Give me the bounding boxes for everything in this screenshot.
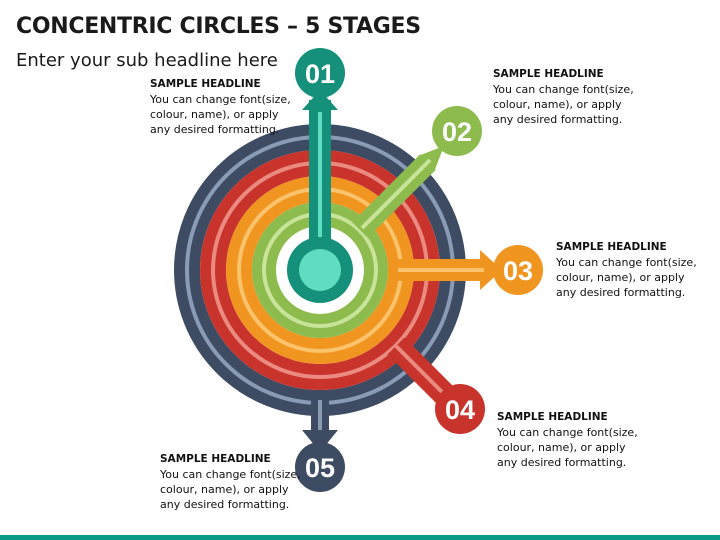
stage-1-badge: 01 [295, 48, 345, 98]
stage-2-arrow [352, 146, 444, 238]
stage-2-callout: SAMPLE HEADLINE You can change font(size… [493, 68, 663, 127]
footer-bar [0, 535, 720, 540]
stage-4-arrow [387, 337, 457, 407]
stage-3-description: You can change font(size, colour, name),… [556, 256, 697, 299]
stage-3-arrow [396, 250, 502, 290]
stage-5-number: 05 [305, 453, 335, 483]
stage-3-badge: 03 [493, 245, 543, 295]
stage-2-description: You can change font(size, colour, name),… [493, 83, 634, 126]
stage-1-number: 01 [305, 59, 335, 89]
stage-2-number: 02 [442, 117, 472, 147]
stage-1-description: You can change font(size, colour, name),… [150, 93, 291, 136]
stage-5-badge: 05 [295, 442, 345, 492]
stage-4-number: 04 [445, 395, 475, 425]
stage-1-center [287, 237, 353, 303]
stage-5-headline: SAMPLE HEADLINE [160, 453, 271, 465]
stage-4-headline: SAMPLE HEADLINE [497, 411, 608, 423]
stage-2-badge: 02 [432, 106, 482, 156]
stage-3-callout: SAMPLE HEADLINE You can change font(size… [556, 241, 720, 300]
stage-5-callout: SAMPLE HEADLINE You can change font(size… [160, 453, 330, 512]
stage-1-arrow [302, 90, 338, 270]
stage-4-description: You can change font(size, colour, name),… [497, 426, 638, 469]
page-subtitle: Enter your sub headline here [16, 50, 278, 71]
stage-3-number: 03 [503, 256, 533, 286]
stage-3-headline: SAMPLE HEADLINE [556, 241, 667, 253]
stage-4-callout: SAMPLE HEADLINE You can change font(size… [497, 411, 667, 470]
stage-1-headline: SAMPLE HEADLINE [150, 78, 261, 90]
stage-1-callout: SAMPLE HEADLINE You can change font(size… [150, 78, 320, 137]
stage-5-description: You can change font(size, colour, name),… [160, 468, 301, 511]
page-title: CONCENTRIC CIRCLES – 5 STAGES [16, 14, 421, 39]
stage-5-arrow [302, 398, 338, 452]
stage-2-headline: SAMPLE HEADLINE [493, 68, 604, 80]
stage-4-badge: 04 [435, 384, 485, 434]
